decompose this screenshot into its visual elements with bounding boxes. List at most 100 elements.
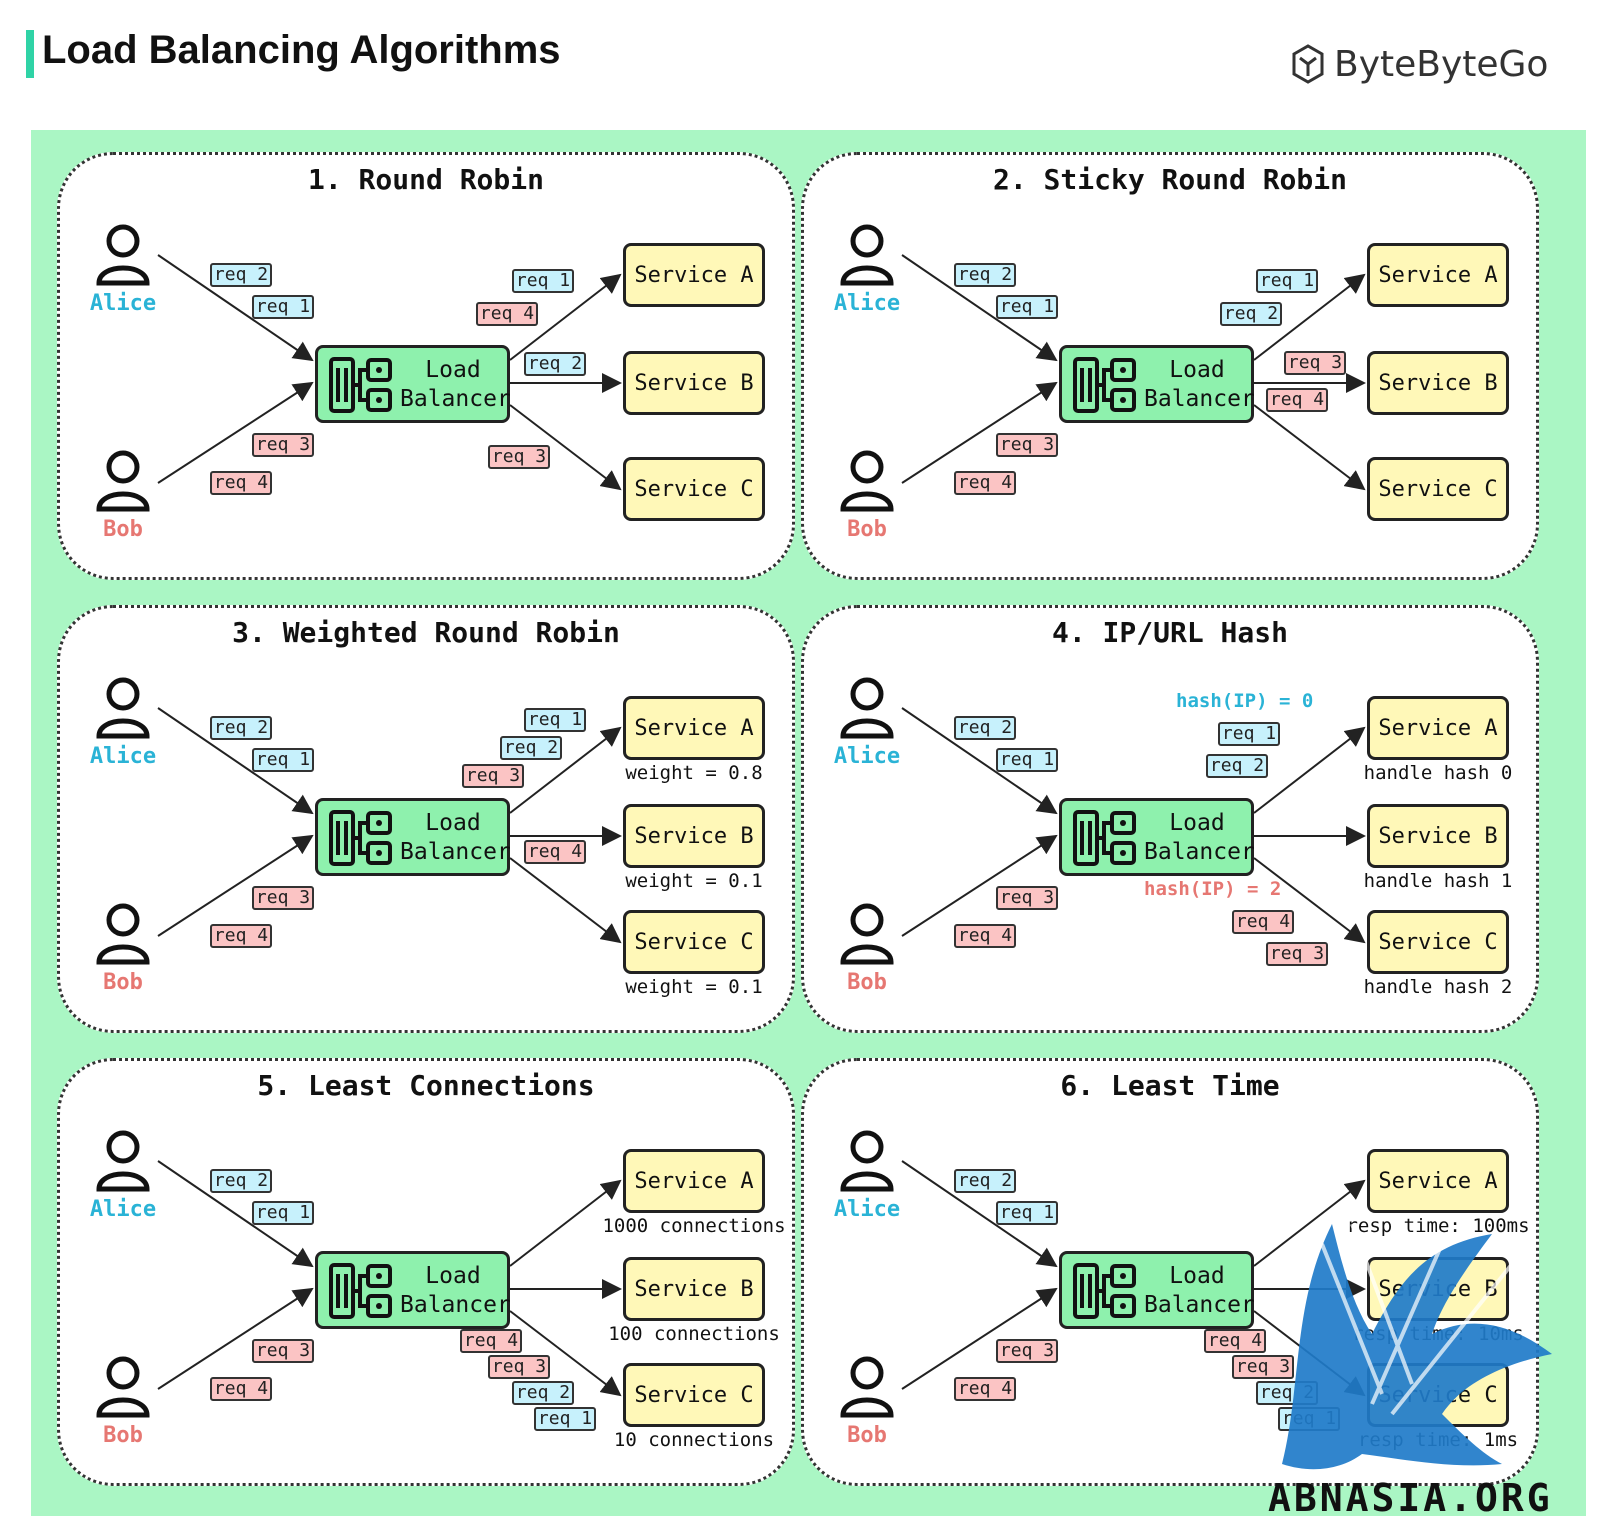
req-tag: req 2 — [512, 1381, 574, 1405]
user-icon — [96, 224, 150, 286]
user-icon — [840, 450, 894, 512]
panel-title: 3. Weighted Round Robin — [232, 616, 620, 649]
req-tag: req 4 — [524, 840, 586, 864]
service-c-note: handle hash 2 — [1363, 976, 1513, 998]
req-tag: req 1 — [996, 1201, 1058, 1225]
lb-label-line2: Balancer — [1144, 839, 1255, 865]
req-tag: req 3 — [1284, 351, 1346, 375]
req-tag: req 2 — [210, 1169, 272, 1193]
req-tag: req 2 — [524, 352, 586, 376]
lb-label-line1: Load — [425, 1263, 481, 1289]
lb-label-line2: Balancer — [400, 1292, 511, 1318]
hash-label-0: hash(IP) = 0 — [1176, 690, 1314, 712]
user-alice: Alice — [832, 676, 902, 769]
service-b: Service B — [623, 351, 765, 415]
server-icon — [1073, 1263, 1136, 1319]
bob-label: Bob — [847, 970, 887, 995]
server-icon — [1073, 810, 1136, 866]
service-c-note: 10 connections — [613, 1429, 775, 1451]
lb-label-line1: Load — [1169, 1263, 1225, 1289]
user-icon — [840, 224, 894, 286]
service-a: Service A — [623, 1149, 765, 1213]
user-bob: Bob — [832, 1355, 902, 1448]
server-icon — [329, 810, 392, 866]
req-tag: req 4 — [1204, 1329, 1266, 1353]
user-bob: Bob — [88, 449, 158, 542]
req-tag: req 2 — [954, 716, 1016, 740]
req-tag: req 2 — [1206, 754, 1268, 778]
req-tag: req 4 — [210, 1377, 272, 1401]
panel-title: 6. Least Time — [1060, 1069, 1280, 1102]
user-icon — [840, 677, 894, 739]
user-icon — [96, 450, 150, 512]
req-tag: req 2 — [954, 263, 1016, 287]
user-alice: Alice — [88, 1129, 158, 1222]
bob-label: Bob — [847, 1423, 887, 1448]
hash-label-2: hash(IP) = 2 — [1144, 878, 1282, 900]
req-tag: req 3 — [1266, 942, 1328, 966]
server-icon — [1073, 357, 1136, 413]
req-tag: req 4 — [476, 302, 538, 326]
req-tag: req 2 — [1220, 302, 1282, 326]
req-tag: req 4 — [1266, 388, 1328, 412]
panel-title: 5. Least Connections — [257, 1069, 595, 1102]
brand-logo: ByteByteGo — [1290, 40, 1548, 88]
service-a: Service A — [1367, 1149, 1509, 1213]
service-b: Service B — [623, 1257, 765, 1321]
service-c: Service C — [1367, 910, 1509, 974]
req-tag: req 1 — [524, 708, 586, 732]
panel-title: 4. IP/URL Hash — [1051, 616, 1288, 649]
req-tag: req 2 — [954, 1169, 1016, 1193]
bob-label: Bob — [103, 970, 143, 995]
panel-title: 1. Round Robin — [307, 163, 544, 196]
lb-label-line1: Load — [425, 357, 481, 383]
req-tag: req 1 — [1256, 269, 1318, 293]
service-c: Service C — [623, 910, 765, 974]
service-c: Service C — [1367, 457, 1509, 521]
req-tag: req 2 — [210, 263, 272, 287]
lb-label-line1: Load — [1169, 810, 1225, 836]
req-tag: req 1 — [1218, 722, 1280, 746]
server-icon — [329, 357, 392, 413]
req-tag: req 4 — [1232, 910, 1294, 934]
page-title: Load Balancing Algorithms — [42, 28, 561, 72]
griffin-watermark-icon — [1282, 1223, 1552, 1470]
req-tag: req 1 — [996, 748, 1058, 772]
bob-label: Bob — [103, 1423, 143, 1448]
service-a: Service A — [623, 696, 765, 760]
service-b-note: handle hash 1 — [1363, 870, 1513, 892]
bob-label: Bob — [103, 517, 143, 542]
req-tag: req 4 — [460, 1329, 522, 1353]
service-c: Service C — [623, 1363, 765, 1427]
user-bob: Bob — [832, 902, 902, 995]
lb-label-line2: Balancer — [1144, 386, 1255, 412]
user-icon — [96, 1356, 150, 1418]
lb-label-line1: Load — [425, 810, 481, 836]
service-c-note: weight = 0.1 — [625, 976, 763, 998]
service-b-note: 100 connections — [608, 1323, 780, 1345]
req-tag: req 4 — [954, 1377, 1016, 1401]
user-bob: Bob — [88, 902, 158, 995]
lb-label-line1: Load — [1169, 357, 1225, 383]
panel-title: 2. Sticky Round Robin — [992, 163, 1347, 196]
user-bob: Bob — [88, 1355, 158, 1448]
req-tag: req 3 — [996, 886, 1058, 910]
req-tag: req 3 — [252, 886, 314, 910]
bytebytego-logo-icon — [1290, 44, 1326, 84]
alice-label: Alice — [833, 744, 901, 769]
service-a-note: resp time: 100ms — [1346, 1215, 1530, 1237]
user-alice: Alice — [832, 223, 902, 316]
service-a: Service A — [623, 243, 765, 307]
service-a: Service A — [1367, 243, 1509, 307]
req-tag: req 1 — [996, 295, 1058, 319]
